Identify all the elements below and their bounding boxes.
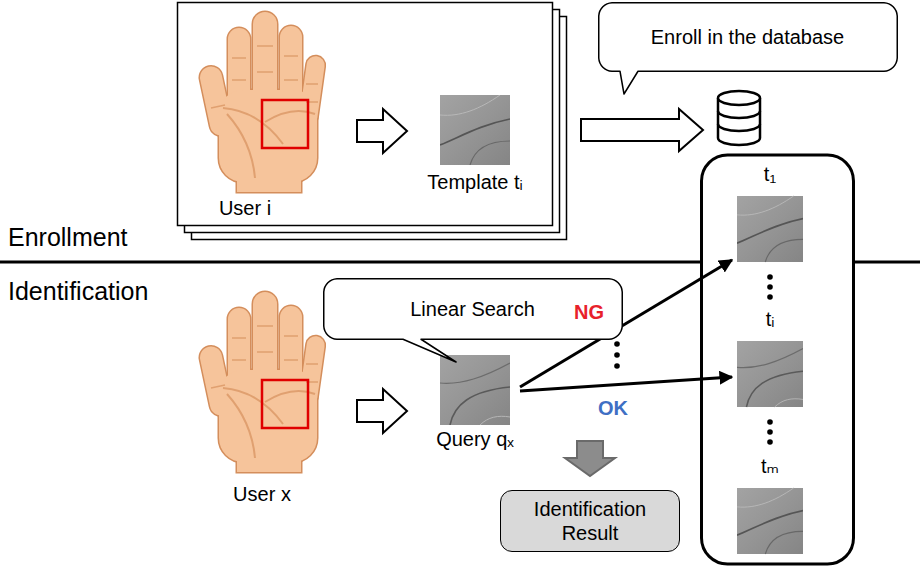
hollow-arrow	[581, 109, 703, 151]
result-text: Identification Result	[509, 497, 671, 545]
template-id: t₁	[764, 162, 776, 186]
template-entry: tᵢ	[730, 305, 810, 411]
query-sample: Query qₓ	[430, 355, 520, 455]
result-box: Identification Result	[500, 490, 680, 552]
enrollment-card: User i Template tᵢ	[177, 2, 553, 226]
mismatch-label: NG	[574, 300, 604, 324]
bubble-outline	[323, 279, 622, 362]
match-label: OK	[598, 396, 628, 420]
section-divider	[0, 261, 700, 264]
query-label: Query qₓ	[436, 427, 514, 451]
bubble-text: Enroll in the database	[651, 25, 844, 49]
bubble-outline	[598, 3, 897, 94]
palm-image	[440, 355, 510, 425]
template-label: Template tᵢ	[427, 170, 522, 194]
section-divider	[855, 261, 920, 264]
bubble-text: Linear Search	[410, 297, 535, 321]
template-entry: tₘ	[730, 452, 810, 558]
match-arrow	[520, 377, 732, 391]
palm-image	[737, 196, 803, 262]
user-label: User x	[233, 482, 291, 506]
database-icon	[718, 91, 760, 145]
user-label: User i	[219, 196, 271, 220]
ellipsis-dots	[614, 274, 773, 445]
stacked-card	[178, 3, 553, 226]
hand-illustration	[198, 292, 326, 472]
template-database: t₁ tᵢ tₘ	[700, 88, 855, 565]
palm-image	[737, 488, 803, 554]
section-title: Enrollment	[8, 222, 128, 252]
hand-illustration	[198, 12, 326, 192]
template-entry: t₁	[730, 160, 810, 266]
section-title: Identification	[8, 276, 148, 306]
hollow-arrow	[357, 389, 407, 433]
template-id: tₘ	[761, 454, 779, 478]
palm-image	[440, 95, 510, 165]
result-arrow	[565, 441, 615, 476]
palm-image	[737, 341, 803, 407]
speech-bubble: Enroll in the database	[598, 2, 898, 72]
database-frame	[702, 155, 854, 564]
template-id: tᵢ	[766, 307, 775, 331]
hollow-arrow	[357, 109, 407, 153]
